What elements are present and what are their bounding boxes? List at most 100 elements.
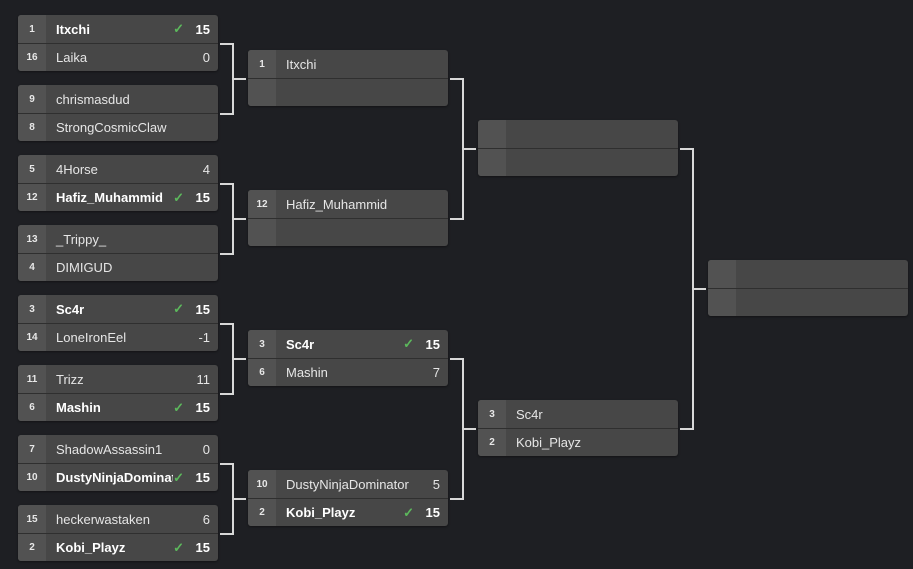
participant-name: 4Horse [56,161,98,177]
seed-number: 6 [18,394,46,421]
participant-row[interactable] [708,288,908,316]
participant-name: StrongCosmicClaw [56,120,167,135]
participant-name: heckerwastaken [56,511,150,527]
check-icon: ✓ [173,399,184,415]
score: 0 [202,50,210,65]
participant-row[interactable]: 16 Laika 0 [18,43,218,71]
seed-number: 3 [478,400,506,428]
bracket-connector [220,113,232,115]
bracket-connector [232,358,246,360]
seed-number [708,260,736,288]
match-r4-m1[interactable] [708,260,908,316]
check-icon: ✓ [173,301,184,316]
seed-number: 12 [248,190,276,218]
seed-number: 9 [18,85,46,113]
score: 5 [432,476,440,492]
seed-number: 8 [18,114,46,141]
participant-row[interactable]: 7 ShadowAssassin1 0 [18,435,218,463]
participant-name: DustyNinjaDominator [286,476,409,492]
participant-row[interactable] [248,218,448,246]
participant-name: _Trippy_ [56,231,107,247]
seed-number: 6 [248,359,276,386]
score: 0 [202,441,210,457]
participant-row[interactable] [478,148,678,176]
bracket-connector [692,288,706,290]
check-icon: ✓ [403,336,414,351]
participant-row[interactable]: 13 _Trippy_ [18,225,218,253]
seed-number: 16 [18,44,46,71]
check-icon: ✓ [173,21,184,36]
participant-row[interactable]: 8 StrongCosmicClaw [18,113,218,141]
bracket-connector [450,218,462,220]
bracket-connector [680,428,692,430]
participant-name: Sc4r [286,336,315,352]
seed-number [248,219,276,246]
participant-name: ShadowAssassin1 [56,441,163,457]
participant-row[interactable]: 12 Hafiz_Muhammid [248,190,448,218]
score: -1 [198,330,210,345]
participant-name: DustyNinjaDominator [56,470,173,485]
participant-name: Hafiz_Muhammid [56,190,163,205]
participant-name: chrismasdud [56,91,130,107]
participant-row[interactable] [708,260,908,288]
participant-name: DIMIGUD [56,260,113,275]
match-r1-m7[interactable]: 7ShadowAssassin1010DustyNinjaDominator✓1… [18,435,218,491]
check-icon: ✓ [173,189,184,205]
participant-name: Hafiz_Muhammid [286,196,388,212]
participant-name: Laika [56,50,88,65]
participant-row[interactable] [248,78,448,106]
bracket-connector [220,463,232,465]
seed-number [478,120,506,148]
seed-number: 13 [18,225,46,253]
seed-number: 15 [18,505,46,533]
score: 15 [195,470,210,485]
score: 15 [195,21,210,37]
participant-name: LoneIronEel [56,330,127,345]
seed-number: 3 [248,330,276,358]
match-r3-m1[interactable] [478,120,678,176]
seed-number: 7 [18,435,46,463]
seed-number: 12 [18,184,46,211]
check-icon: ✓ [173,469,184,485]
bracket-connector [462,428,476,430]
participant-row[interactable]: 4 DIMIGUD [18,253,218,281]
seed-number: 10 [18,464,46,491]
participant-row[interactable] [478,120,678,148]
participant-row[interactable]: 10 DustyNinjaDominator 5 [248,470,448,498]
match-r1-m4[interactable]: 13 _Trippy_ 4 DIMIGUD [18,225,218,281]
bracket-connector [680,148,692,150]
bracket-connector [232,218,246,220]
participant-row[interactable]: 9 chrismasdud [18,85,218,113]
participant-row[interactable]: 10 DustyNinjaDominator✓ 15 [18,463,218,491]
match-r1-m2[interactable]: 9 chrismasdud 8 StrongCosmicClaw [18,85,218,141]
seed-number: 10 [248,470,276,498]
match-r2-m2[interactable]: 12 Hafiz_Muhammid [248,190,448,246]
bracket-connector [450,498,462,500]
seed-number: 4 [18,254,46,281]
seed-number: 2 [18,534,46,561]
